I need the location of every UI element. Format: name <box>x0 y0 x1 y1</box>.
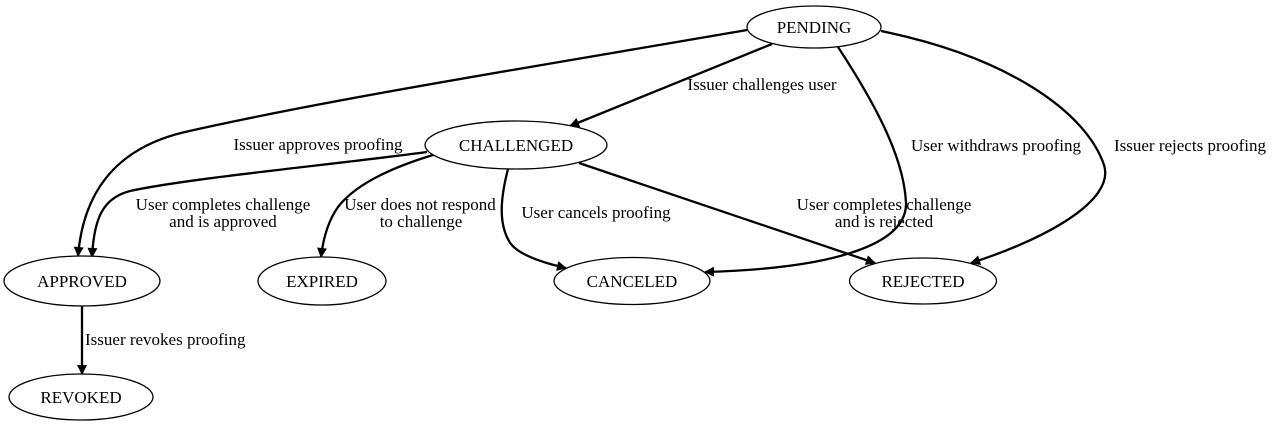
nodes-layer: PENDING CHALLENGED APPROVED EXPIRED CANC… <box>3 5 998 421</box>
node-canceled: CANCELED <box>553 256 711 306</box>
edge-pending-rejected-label: Issuer rejects proofing <box>1114 136 1267 155</box>
edges-layer: Issuer challenges user Issuer approves p… <box>73 28 1267 375</box>
node-pending: PENDING <box>746 5 882 49</box>
node-expired: EXPIRED <box>257 256 387 306</box>
edge-challenged-rejected-label-line2: and is rejected <box>835 212 934 231</box>
node-pending-ellipse <box>746 5 882 49</box>
edge-pending-canceled <box>704 46 908 277</box>
edge-challenged-expired-label-line2: to challenge <box>380 212 463 231</box>
edge-challenged-approved-label-line1: User completes challenge <box>136 195 311 214</box>
node-approved-label: APPROVED <box>37 272 127 291</box>
edge-challenged-approved <box>87 150 428 258</box>
edge-challenged-rejected-label-line1: User completes challenge <box>797 195 972 214</box>
edge-challenged-approved-label-line2: and is approved <box>169 212 277 231</box>
node-rejected: REJECTED <box>848 257 998 305</box>
node-approved-ellipse <box>3 255 161 307</box>
node-revoked: REVOKED <box>8 373 154 421</box>
edge-pending-rejected <box>880 29 1107 266</box>
node-revoked-label: REVOKED <box>40 388 121 407</box>
edge-approved-revoked-label: Issuer revokes proofing <box>85 330 246 349</box>
node-expired-label: EXPIRED <box>286 272 358 291</box>
node-challenged: CHALLENGED <box>424 120 608 170</box>
edge-pending-challenged-label: Issuer challenges user <box>687 75 837 94</box>
node-rejected-label: REJECTED <box>881 272 964 291</box>
node-pending-label: PENDING <box>777 18 852 37</box>
edge-challenged-canceled-label: User cancels proofing <box>521 203 671 222</box>
node-challenged-label: CHALLENGED <box>459 136 573 155</box>
node-expired-ellipse <box>257 256 387 306</box>
edge-pending-canceled-label: User withdraws proofing <box>911 136 1081 155</box>
node-revoked-ellipse <box>8 373 154 421</box>
edge-challenged-expired-label-line1: User does not respond <box>344 195 496 214</box>
edge-pending-approved-label: Issuer approves proofing <box>233 135 403 154</box>
edge-pending-challenged <box>569 42 773 128</box>
node-rejected-ellipse <box>848 257 998 305</box>
node-approved: APPROVED <box>3 255 161 307</box>
node-canceled-label: CANCELED <box>587 272 678 291</box>
edge-pending-approved <box>73 28 748 257</box>
node-challenged-ellipse <box>424 120 608 170</box>
node-canceled-ellipse <box>553 256 711 306</box>
edge-challenged-expired <box>317 153 434 258</box>
edge-challenged-canceled <box>500 168 567 271</box>
edge-challenged-rejected <box>578 161 876 265</box>
